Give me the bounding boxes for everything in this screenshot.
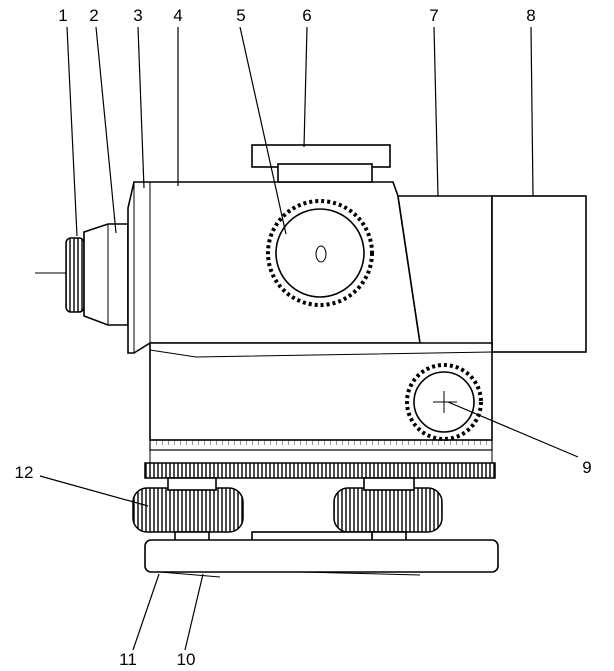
callout-labels: 1 2 3 4 5 6 7 8 9 10 11 12 [15, 6, 592, 669]
callout-7: 7 [429, 6, 438, 25]
eyepiece-knurled-ring [65, 237, 85, 313]
callout-9: 9 [582, 458, 591, 477]
objective-hood [491, 195, 587, 353]
callout-5: 5 [236, 6, 245, 25]
callout-10: 10 [177, 650, 196, 669]
focusing-knob-face [275, 208, 365, 298]
focusing-knob-center [315, 245, 327, 263]
foot-screws [132, 477, 443, 543]
leader-lines [39, 26, 579, 651]
tribrach-base [144, 539, 499, 573]
knurled-base-ring [144, 462, 496, 479]
focusing-knob [266, 199, 374, 307]
callout-1: 1 [58, 6, 67, 25]
objective-section [397, 195, 587, 353]
callout-8: 8 [526, 6, 535, 25]
horizontal-drive-knob [405, 363, 483, 441]
foot-screw-right [333, 487, 443, 533]
callout-2: 2 [89, 6, 98, 25]
callout-4: 4 [173, 6, 182, 25]
callout-11: 11 [119, 650, 137, 669]
lower-body [144, 342, 496, 479]
foot-screw-left [132, 487, 244, 533]
callout-12: 12 [15, 463, 34, 482]
base-plate [144, 531, 499, 578]
callout-6: 6 [302, 6, 311, 25]
horizontal-circle-scale [149, 439, 493, 451]
eyepiece-assembly [35, 223, 129, 326]
sight-base [277, 163, 373, 183]
sight-device [251, 144, 391, 183]
callout-3: 3 [133, 6, 142, 25]
eyepiece-sleeve [83, 223, 129, 326]
